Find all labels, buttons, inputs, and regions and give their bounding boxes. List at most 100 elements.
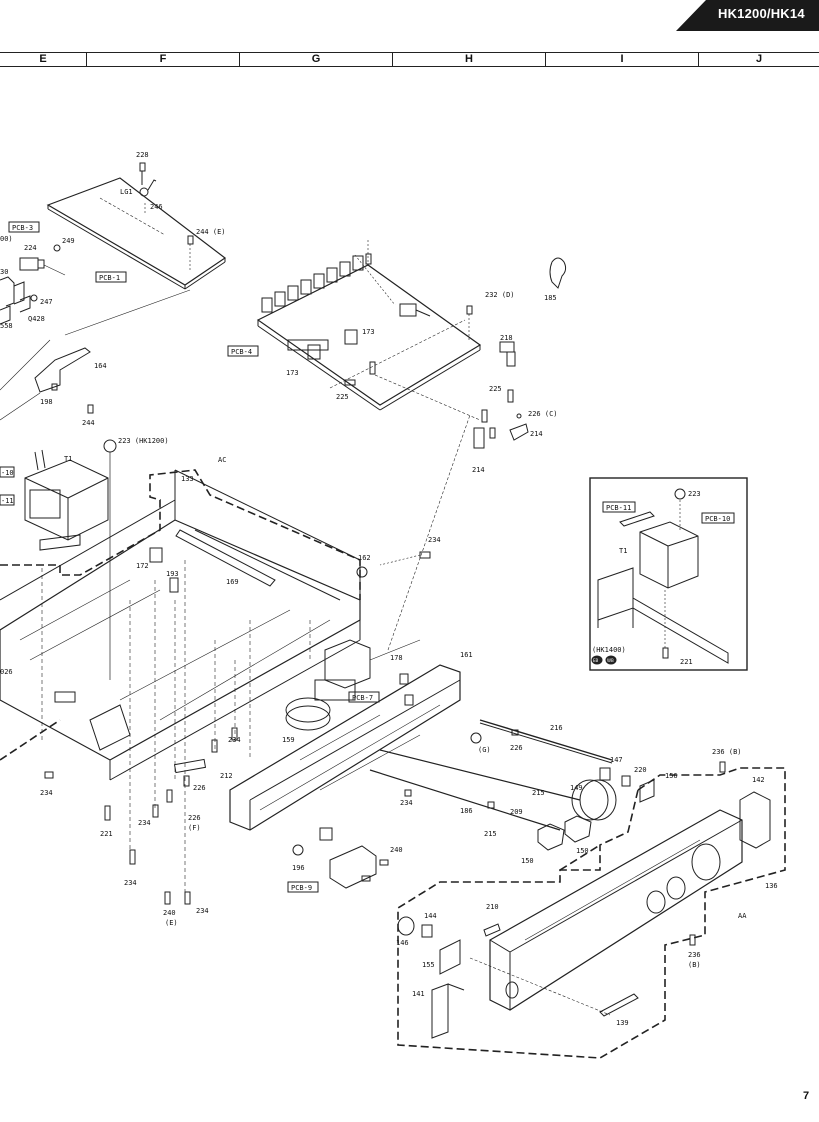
label-inset-221: 221 xyxy=(680,658,693,666)
boxed-label-pcb1: PCB-1 xyxy=(95,271,127,283)
part-141-edge xyxy=(447,983,465,991)
screw-226g xyxy=(511,729,519,736)
grid-divider xyxy=(545,53,546,66)
part-226c xyxy=(516,413,522,419)
label-226: 226 xyxy=(193,784,206,792)
front-panel-136 xyxy=(489,791,771,1011)
label-216: 216 xyxy=(550,724,563,732)
leader-line xyxy=(469,957,611,1016)
rail-169 xyxy=(175,529,276,587)
screw-pcb4 xyxy=(365,253,372,265)
label-224: 224 xyxy=(24,244,37,252)
label-136: 136 xyxy=(765,882,778,890)
dashed-boundary-ac xyxy=(0,719,61,761)
knob-150-right xyxy=(564,815,592,843)
label-196: 196 xyxy=(292,864,305,872)
leader-line xyxy=(387,414,471,651)
label-00: 00) xyxy=(0,235,13,243)
label-225a: 225 xyxy=(336,393,349,401)
label-g: (G) xyxy=(478,746,491,754)
part-218b xyxy=(506,351,516,367)
part-162 xyxy=(356,566,368,578)
label-236b2: 236 xyxy=(688,951,701,959)
inset-badge-wb xyxy=(605,655,617,665)
transistor-q428 xyxy=(19,295,31,313)
part-labels: 228 LG1 246 244 (E) 00) 224 249 30 247 Q… xyxy=(0,151,778,1027)
pcb4-switch-lever xyxy=(415,309,431,317)
leader-line xyxy=(329,319,466,389)
grid-col-e: E xyxy=(39,53,47,65)
label-220: 220 xyxy=(634,766,647,774)
grid-col-g: G xyxy=(311,53,321,65)
pcb3-part-224b xyxy=(37,259,45,269)
svg-text:PCB-11: PCB-11 xyxy=(606,504,631,512)
part-214 xyxy=(473,427,485,449)
grid-reference-bar: E F G H I J xyxy=(0,52,819,67)
label-244e: 244 (E) xyxy=(196,228,226,236)
heatsink-330 xyxy=(0,276,15,307)
shaft-216 xyxy=(479,719,613,761)
label-150b: 150 xyxy=(576,847,589,855)
label-214a: 214 xyxy=(530,430,543,438)
part-196 xyxy=(292,844,304,856)
label-155: 155 xyxy=(422,961,435,969)
label-inset-223: 223 xyxy=(688,490,701,498)
grid-divider xyxy=(698,53,699,66)
dashed-boundary-aa xyxy=(559,844,601,871)
page-number: 7 xyxy=(803,1090,810,1102)
dashed-boundary-aa xyxy=(397,767,786,1059)
grid-col-f: F xyxy=(159,53,167,65)
label-173a: 173 xyxy=(362,328,375,336)
label-240e: 240 xyxy=(163,909,176,917)
label-198: 198 xyxy=(40,398,53,406)
label-141: 141 xyxy=(412,990,425,998)
svg-text:-10: -10 xyxy=(1,469,14,477)
label-210: 210 xyxy=(486,903,499,911)
label-162: 162 xyxy=(358,554,371,562)
screw-240 xyxy=(379,859,389,866)
label-234a: 234 xyxy=(428,536,441,544)
part-185 xyxy=(549,257,567,289)
pulley-159 xyxy=(285,705,331,731)
label-146: 146 xyxy=(396,939,409,947)
part-220 xyxy=(621,775,631,787)
panel-hole xyxy=(666,876,686,900)
boxed-label-pcb4: PCB-4 xyxy=(227,345,259,357)
front-chassis-161 xyxy=(229,664,461,831)
bottom-screws xyxy=(44,727,726,946)
svg-text:PCB-10: PCB-10 xyxy=(705,515,730,523)
boxed-label-pcb7: PCB-7 xyxy=(348,691,380,703)
label-234d: 234 xyxy=(138,819,151,827)
pcb9-board xyxy=(329,845,377,889)
screw-228 xyxy=(139,162,146,172)
leader-line xyxy=(43,264,66,276)
grid-col-j: J xyxy=(755,53,763,65)
part-247 xyxy=(30,294,38,302)
label-150a: 150 xyxy=(521,857,534,865)
leader-line xyxy=(354,254,396,306)
dashed-boundary-ac xyxy=(0,469,361,600)
label-225b: 225 xyxy=(489,385,502,393)
label-lg1: LG1 xyxy=(120,188,133,196)
label-159: 159 xyxy=(282,736,295,744)
label-223: 223 (HK1200) xyxy=(118,437,169,445)
label-226f: 226 xyxy=(188,814,201,822)
heatsink-330b xyxy=(13,281,25,305)
label-236b: 236 (B) xyxy=(712,748,742,756)
screw-244e xyxy=(187,235,194,245)
pcb4-edge xyxy=(257,325,381,411)
label-193: 193 xyxy=(166,570,179,578)
screw-214 xyxy=(489,427,496,439)
part-141 xyxy=(431,983,449,1039)
chassis-ac xyxy=(0,469,361,781)
label-173b: 173 xyxy=(286,369,299,377)
label-164: 164 xyxy=(94,362,107,370)
label-172: 172 xyxy=(136,562,149,570)
grid-divider xyxy=(86,53,87,66)
inset-badge-eb xyxy=(591,655,603,665)
label-246: 246 xyxy=(150,203,163,211)
label-215a: 215 xyxy=(532,789,545,797)
boxed-label-pcb3: PCB-3 xyxy=(8,221,40,233)
label-249: 249 xyxy=(62,237,75,245)
